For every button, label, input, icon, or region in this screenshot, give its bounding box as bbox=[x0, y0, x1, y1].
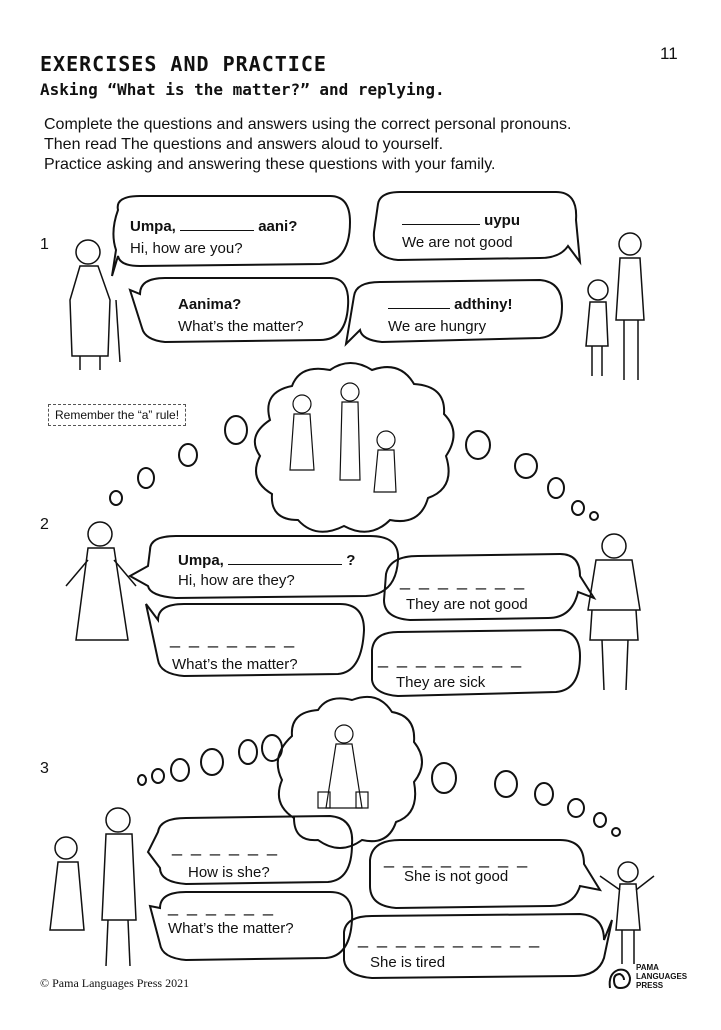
dashed-blank[interactable]: _ _ _ _ _ _ _ bbox=[170, 628, 297, 648]
dashed-blank[interactable]: _ _ _ _ _ _ _ bbox=[400, 570, 527, 590]
question-mark: ? bbox=[346, 552, 356, 569]
question-2-english: What’s the matter? bbox=[172, 656, 298, 673]
question-1-line: Umpa, aani? bbox=[130, 218, 297, 235]
page-number: 11 bbox=[660, 44, 678, 63]
thought-dot bbox=[224, 415, 248, 445]
exercise-number: 1 bbox=[40, 236, 49, 253]
thought-cloud bbox=[253, 362, 455, 533]
thought-dot bbox=[514, 453, 538, 479]
speech-bubble bbox=[146, 814, 354, 886]
speech-bubble bbox=[127, 535, 400, 600]
question-1-english: Hi, how are you? bbox=[130, 240, 243, 257]
figure-strongman-2 bbox=[587, 533, 641, 691]
thought-dot bbox=[431, 762, 457, 794]
figure-grandmother-1 bbox=[69, 239, 121, 370]
figure-thought-family-1 bbox=[289, 382, 397, 493]
thought-dot bbox=[567, 798, 585, 818]
answer-1-line: uypu bbox=[402, 212, 520, 229]
pama-logo-icon bbox=[608, 968, 632, 990]
instruction-line-2: Then read The questions and answers alou… bbox=[44, 136, 444, 153]
page-title: EXERCISES AND PRACTICE bbox=[40, 52, 327, 76]
answer-blank[interactable] bbox=[180, 230, 255, 231]
speech-bubble bbox=[145, 603, 366, 678]
umpa-word: Umpa, bbox=[130, 218, 176, 235]
thought-dot bbox=[571, 500, 585, 516]
answer-1-english: They are not good bbox=[406, 596, 528, 613]
dashed-blank[interactable]: _ _ _ _ _ _ _ _ bbox=[378, 648, 524, 668]
answer-1-english: She is not good bbox=[404, 868, 509, 885]
speech-bubble bbox=[111, 195, 352, 277]
instruction-line-3: Practice asking and answering these ques… bbox=[44, 156, 496, 173]
logo-text-line: PAMA bbox=[636, 963, 659, 972]
dashed-blank[interactable]: _ _ _ _ _ _ _ _ _ _ bbox=[358, 928, 542, 948]
reminder-note: Remember the “a” rule! bbox=[48, 404, 187, 426]
speech-bubble bbox=[372, 191, 582, 266]
answer-2-english: They are sick bbox=[396, 674, 486, 691]
speech-bubble bbox=[343, 912, 613, 980]
speech-bubble bbox=[369, 839, 603, 910]
page-subtitle: Asking “What is the matter?” and replyin… bbox=[40, 80, 445, 99]
figure-grandparents-3 bbox=[49, 807, 137, 967]
thought-dot bbox=[109, 490, 123, 506]
thought-dot bbox=[261, 734, 283, 762]
thought-dot bbox=[178, 443, 198, 467]
answer-1-english: We are not good bbox=[402, 234, 513, 251]
thought-cloud bbox=[276, 696, 423, 849]
answer-2-line: adthiny! bbox=[388, 296, 513, 313]
thought-dot bbox=[151, 768, 165, 784]
aanima-word: Aanima? bbox=[178, 296, 242, 313]
answer-blank[interactable] bbox=[402, 224, 480, 225]
dashed-blank[interactable]: _ _ _ _ _ _ _ _ bbox=[384, 848, 530, 868]
exercise-number: 2 bbox=[40, 516, 49, 533]
figure-girl-weights-3 bbox=[599, 861, 655, 964]
question-1-english: Hi, how are they? bbox=[178, 572, 295, 589]
logo-text: PAMA LANGUAGES PRESS bbox=[636, 963, 687, 990]
thought-dot bbox=[593, 812, 607, 828]
answer-blank[interactable] bbox=[388, 308, 450, 309]
answer-2-english: We are hungry bbox=[388, 318, 487, 335]
thought-dot bbox=[465, 430, 491, 460]
question-2-english: What’s the matter? bbox=[178, 318, 304, 335]
answer-blank[interactable] bbox=[228, 564, 343, 565]
figure-grandmother-2 bbox=[65, 521, 137, 641]
thought-dot bbox=[137, 774, 147, 786]
aani-word: aani? bbox=[258, 218, 298, 235]
answer-2-english: She is tired bbox=[370, 954, 446, 971]
figure-thought-woman-3 bbox=[317, 724, 369, 809]
adthiny-word: adthiny! bbox=[454, 296, 513, 313]
thought-dot bbox=[534, 782, 554, 806]
thought-dot bbox=[589, 511, 599, 521]
umpa-word: Umpa, bbox=[178, 552, 224, 569]
speech-bubble bbox=[382, 552, 597, 622]
question-1-line: Umpa, ? bbox=[178, 552, 355, 569]
thought-dot bbox=[494, 770, 518, 798]
speech-bubble bbox=[371, 628, 582, 698]
dashed-blank[interactable]: _ _ _ _ _ _ bbox=[168, 896, 276, 916]
exercise-number: 3 bbox=[40, 760, 49, 777]
speech-bubble bbox=[128, 277, 350, 344]
figure-children-1 bbox=[585, 232, 645, 380]
thought-dot bbox=[238, 739, 258, 765]
thought-dot bbox=[200, 748, 224, 776]
question-2-english: What’s the matter? bbox=[168, 920, 294, 937]
uypu-word: uypu bbox=[484, 212, 521, 229]
thought-dot bbox=[611, 827, 621, 837]
logo-text-line: PRESS bbox=[636, 981, 664, 990]
thought-dot bbox=[137, 467, 155, 489]
dashed-blank[interactable]: _ _ _ _ _ _ bbox=[172, 836, 280, 856]
question-1-english: How is she? bbox=[188, 864, 270, 881]
logo-text-line: LANGUAGES bbox=[636, 972, 688, 981]
thought-dot bbox=[547, 477, 565, 499]
speech-bubble bbox=[344, 278, 564, 347]
copyright-footer: © Pama Languages Press 2021 bbox=[40, 976, 190, 990]
thought-dot bbox=[170, 758, 190, 782]
instruction-line-1: Complete the questions and answers using… bbox=[44, 116, 572, 133]
